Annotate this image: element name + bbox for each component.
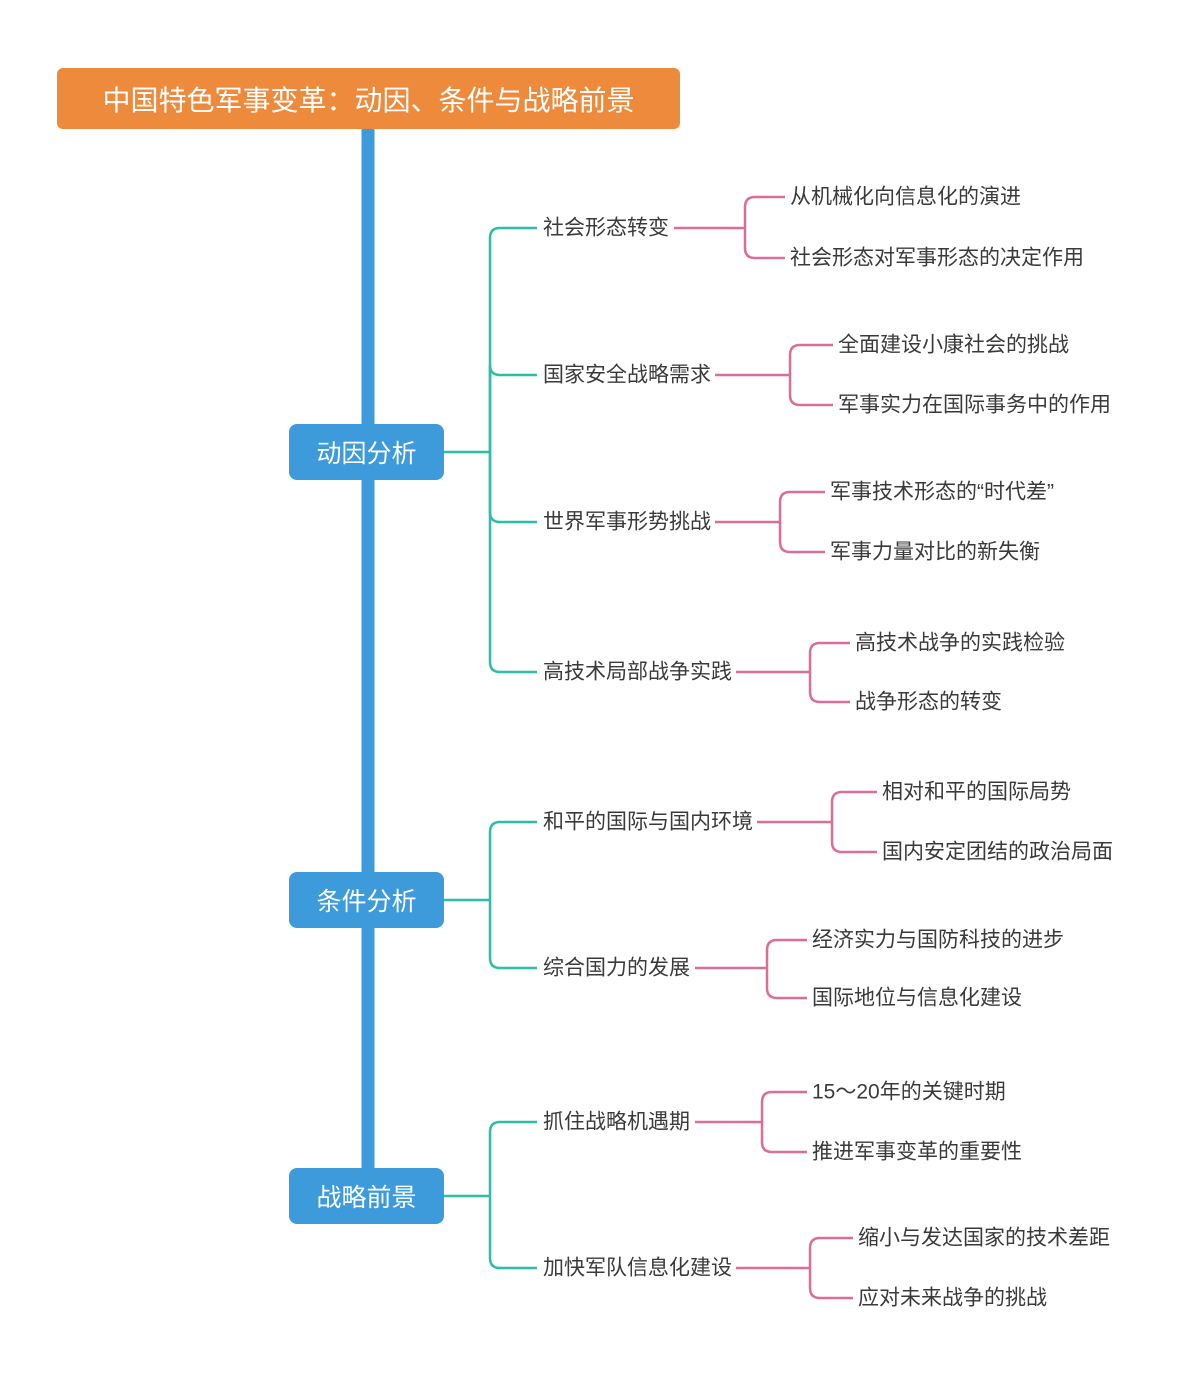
leaf-node[interactable]: 推进军事变革的重要性 — [812, 1140, 1022, 1164]
branch1-topic4-line — [488, 452, 537, 674]
branch2-topic1-line — [488, 820, 537, 900]
branch1-topic2-line — [488, 364, 537, 452]
root-node[interactable]: 中国特色军事变革：动因、条件与战略前景 — [57, 68, 680, 129]
branch-node-conditions[interactable]: 条件分析 — [289, 872, 444, 928]
leaf-node[interactable]: 高技术战争的实践检验 — [855, 631, 1065, 655]
bracket6-down-line — [765, 968, 807, 1000]
branch3-topic1-line — [488, 1120, 537, 1196]
topic-node[interactable]: 国家安全战略需求 — [543, 363, 711, 387]
branch1-topic3-line — [488, 452, 537, 524]
branch2-topic2-line — [488, 900, 537, 970]
bracket1-down-line — [743, 228, 785, 260]
leaf-node[interactable]: 应对未来战争的挑战 — [858, 1286, 1047, 1310]
bracket7-up-line — [760, 1090, 807, 1122]
leaf-node[interactable]: 国内安定团结的政治局面 — [882, 840, 1113, 864]
bracket6-up-line — [765, 938, 807, 968]
leaf-node[interactable]: 经济实力与国防科技的进步 — [812, 928, 1064, 952]
branch-node-prospects[interactable]: 战略前景 — [289, 1168, 444, 1224]
bracket8-down-line — [808, 1268, 853, 1300]
leaf-node[interactable]: 军事技术形态的“时代差” — [830, 480, 1054, 504]
topic-node[interactable]: 加快军队信息化建设 — [543, 1256, 732, 1280]
bracket3-up-line — [778, 490, 825, 522]
topic-node[interactable]: 和平的国际与国内环境 — [543, 810, 753, 834]
topic-node[interactable]: 综合国力的发展 — [543, 956, 690, 980]
bracket5-down-line — [830, 822, 877, 854]
bracket5-up-line — [830, 790, 877, 822]
leaf-node[interactable]: 缩小与发达国家的技术差距 — [858, 1226, 1110, 1250]
leaf-node[interactable]: 全面建设小康社会的挑战 — [838, 333, 1069, 357]
leaf-node[interactable]: 社会形态对军事形态的决定作用 — [790, 246, 1084, 270]
bracket4-up-line — [808, 641, 850, 672]
bracket2-up-line — [788, 343, 833, 375]
leaf-node[interactable]: 国际地位与信息化建设 — [812, 986, 1022, 1010]
leaf-node[interactable]: 从机械化向信息化的演进 — [790, 185, 1021, 209]
bracket1-up-line — [743, 195, 785, 228]
topic-node[interactable]: 世界军事形势挑战 — [543, 510, 711, 534]
topic-node[interactable]: 社会形态转变 — [543, 216, 669, 240]
leaf-node[interactable]: 相对和平的国际局势 — [882, 780, 1071, 804]
bracket3-down-line — [778, 522, 825, 554]
branch3-topic2-line — [488, 1196, 537, 1270]
branch1-topic1-line — [488, 226, 537, 452]
bracket8-up-line — [808, 1236, 853, 1268]
topic-node[interactable]: 抓住战略机遇期 — [543, 1110, 690, 1134]
bracket2-down-line — [788, 375, 833, 407]
leaf-node[interactable]: 15～20年的关键时期 — [812, 1080, 1006, 1104]
leaf-node[interactable]: 军事力量对比的新失衡 — [830, 540, 1040, 564]
branch-node-motives[interactable]: 动因分析 — [289, 424, 444, 480]
leaf-node[interactable]: 军事实力在国际事务中的作用 — [838, 393, 1111, 417]
topic-node[interactable]: 高技术局部战争实践 — [543, 660, 732, 684]
bracket4-down-line — [808, 672, 850, 704]
leaf-node[interactable]: 战争形态的转变 — [855, 690, 1002, 714]
bracket7-down-line — [760, 1122, 807, 1154]
